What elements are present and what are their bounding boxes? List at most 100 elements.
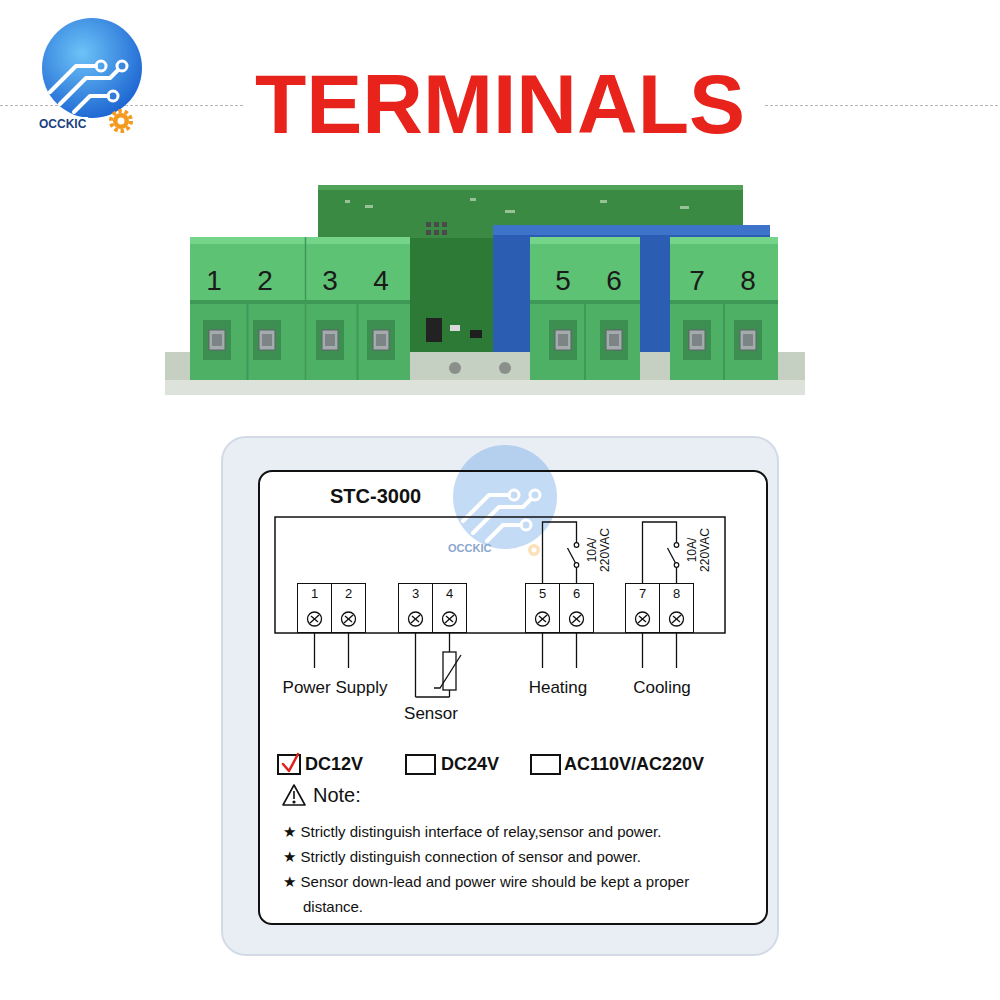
header-rule [765,105,1000,106]
terminal-screw [345,616,352,622]
terminal-block [190,237,305,302]
thermistor-symbol [416,696,450,697]
pcb-photo [493,225,770,235]
terminal-block [723,300,725,380]
terminal-number: 7 [689,265,705,297]
relay-contact [668,543,681,568]
terminal-block [530,237,640,380]
terminal-block [609,334,619,346]
terminal-block [530,237,640,302]
brand-logo [42,18,142,118]
brand-logo [96,61,106,71]
terminal-cell: 5 [525,583,560,633]
note-heading: Note: [313,784,361,807]
pcb-photo [426,230,431,235]
terminal-screw [538,615,547,623]
voltage-option: DC12V [305,754,363,775]
logo-wordmark: OCCKIC [37,117,88,131]
terminal-block [203,320,231,360]
note-text: ★ Strictly distinguish connection of sen… [283,844,733,869]
terminal-screw [411,615,420,623]
terminal-cell: 8 [659,583,694,633]
relay-contact [568,548,576,563]
terminal-block [316,320,344,360]
terminal-block [209,330,225,350]
pcb-photo [434,222,439,227]
thermistor-symbol [416,633,462,697]
pcb-photo [318,185,743,190]
pcb-photo [680,206,689,209]
terminal-block [305,237,410,380]
relay-rating: 10A/ 220VAC [686,521,712,579]
pcb-photo [470,198,476,201]
note-text: ★ Sensor down-lead and power wire should… [283,869,733,919]
page-title: TERMINALS [0,62,1000,146]
terminal-screw [638,615,647,623]
terminal-block [190,237,305,380]
thermistor-symbol [449,690,450,697]
terminal-block [530,300,640,380]
pcb-photo [345,198,689,213]
watermark-logo [453,445,557,549]
terminal-block [212,334,222,346]
lead-wire [576,633,577,668]
terminal-block [683,320,711,360]
model-name: STC-3000 [330,484,421,508]
relay-contact [573,545,581,565]
relay-circuit-line [543,522,577,583]
brand-logo [117,61,127,71]
relay-contact [574,563,579,568]
voltage-option: DC24V [441,754,499,775]
terminal-block [584,300,586,380]
terminal-function: Cooling [633,678,691,698]
terminal-screw [573,616,580,622]
pcb-photo [165,380,805,395]
relay-rating: 10A/ 220VAC [586,521,612,579]
terminal-screw [670,612,684,626]
terminal-screw [539,616,546,622]
terminal-screw [673,616,680,622]
terminal-number: 8 [673,584,680,601]
checkbox [278,755,560,774]
terminal-block [670,237,778,302]
terminal-number: 2 [345,584,352,601]
pcb-photo [600,200,607,203]
brand-logo [118,118,125,125]
pcb-photo [442,222,447,227]
terminal-block [305,237,410,302]
terminal-number: 4 [446,584,453,601]
watermark-logo [487,525,521,541]
watermark-logo [532,548,537,553]
lead-wire [348,633,349,668]
lead-wire [315,633,677,668]
terminal-screw [311,616,318,622]
terminal-block [253,320,281,360]
terminal-cell: 2 [331,583,366,633]
terminal-block [670,237,778,380]
terminal-block [325,334,335,346]
lead-wire [542,633,543,668]
pcb-photo [499,362,511,374]
terminal-number: 3 [412,584,419,601]
check-mark [283,754,298,771]
terminal-cell: 4 [432,583,467,633]
terminal-block [305,237,307,380]
pcb-photo [434,230,439,235]
terminal-number: 4 [373,265,389,297]
warning-icon [293,791,295,799]
terminal-function: Sensor [404,704,458,724]
watermark-logo [528,544,540,556]
watermark-logo [453,445,557,556]
lead-wire [314,633,315,668]
terminal-screw [308,612,684,626]
terminal-screw [446,616,453,622]
terminal-block [357,300,359,380]
pcb-photo [165,185,805,395]
terminal-block [262,334,272,346]
terminal-block [743,334,753,346]
terminal-block [305,300,410,380]
terminal-block [734,320,762,360]
terminal-block [190,300,305,380]
terminal-block [190,237,305,244]
checkbox [406,755,435,774]
